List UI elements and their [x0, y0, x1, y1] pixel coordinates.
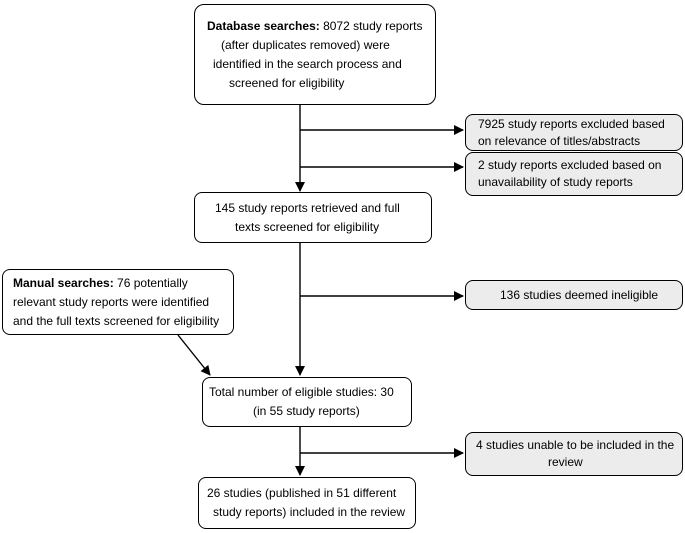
excluded-unavailable-box: 2 study reports excluded based on unavai… [465, 152, 683, 196]
excluded-titles-line1: 7925 study reports excluded based [478, 116, 665, 131]
eligible-line1: Total number of eligible studies: 30 [209, 385, 394, 399]
manual-search-line3: and the full texts screened for eligibil… [13, 313, 220, 328]
manual-search-box: Manual searches: 76 potentially relevant… [2, 269, 234, 335]
excluded-unavailable-line2: unavailability of study reports [478, 175, 633, 189]
excluded-unavailable-line1: 2 study reports excluded based on [478, 158, 662, 172]
full-text-screen-box: 145 study reports retrieved and full tex… [194, 192, 432, 243]
database-search-count: 8072 study reports [319, 18, 423, 33]
excluded-titles-line2: on relevance of titles/abstracts [478, 133, 641, 148]
database-search-lead: Database searches: [207, 18, 320, 33]
full-text-screen-line1: 145 study reports retrieved and full [215, 200, 400, 215]
database-search-line3: identified in the search process and [213, 56, 402, 71]
ineligible-box: 136 studies deemed ineligible [465, 280, 683, 310]
full-text-screen-line2: texts screened for eligibility [235, 219, 380, 234]
included-line2: study reports) included in the review [213, 505, 406, 519]
database-search-line4: screened for eligibility [229, 75, 345, 90]
not-included-box: 4 studies unable to be included in the r… [465, 432, 683, 476]
database-search-box: Database searches: 8072 study reports (a… [194, 4, 436, 105]
included-line1: 26 studies (published in 51 different [207, 486, 397, 500]
not-included-line2: review [548, 455, 583, 469]
arrow-manual-to-eligible [177, 334, 211, 376]
ineligible-line1: 136 studies deemed ineligible [500, 287, 659, 302]
eligible-box: Total number of eligible studies: 30 (in… [202, 377, 412, 427]
eligible-line2: (in 55 study reports) [253, 404, 360, 418]
manual-search-lead: Manual searches: [13, 275, 114, 290]
database-search-line2: (after duplicates removed) were [221, 37, 390, 52]
excluded-titles-box: 7925 study reports excluded based on rel… [465, 114, 683, 151]
manual-search-count: 76 potentially [113, 275, 188, 290]
included-box: 26 studies (published in 51 different st… [198, 477, 416, 529]
not-included-line1: 4 studies unable to be included in the [476, 438, 675, 452]
manual-search-line2: relevant study reports were identified [13, 294, 210, 309]
